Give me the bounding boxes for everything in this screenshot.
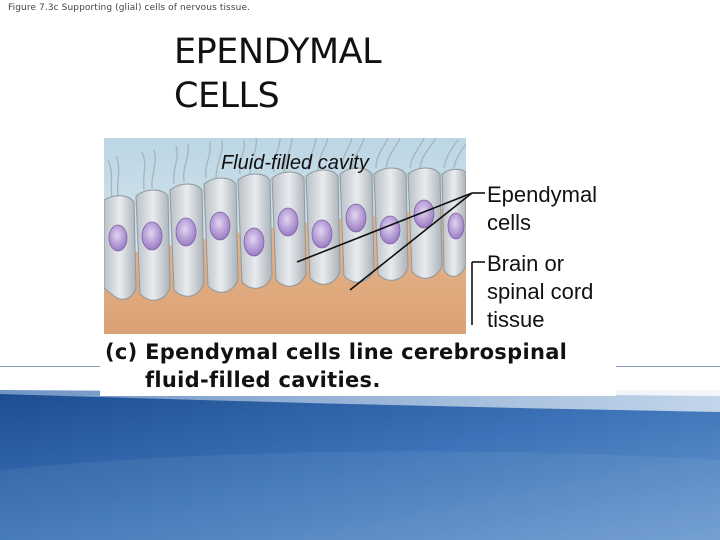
tissue-label-line-3: tissue <box>487 307 545 332</box>
tissue-label-line-2: spinal cord <box>487 279 594 304</box>
figure-caption: (c) Ependymal cells line cerebrospinal f… <box>100 338 616 396</box>
ependymal-label-line-2: cells <box>487 210 532 235</box>
ependymal-cells-label: Ependymal cells <box>487 181 597 237</box>
decorative-blue-band <box>0 390 720 540</box>
slide-title-line-1: EPENDYMAL <box>174 32 382 72</box>
slide-title-line-2: CELLS <box>174 76 280 116</box>
brain-spinal-cord-tissue-label: Brain or spinal cord tissue <box>487 250 593 334</box>
tissue-label-line-1: Brain or <box>487 251 565 276</box>
figure-reference: Figure 7.3c Supporting (glial) cells of … <box>8 3 251 13</box>
figure-caption-line-1: (c) Ependymal cells line cerebrospinal <box>105 340 568 364</box>
fluid-filled-cavity-label: Fluid-filled cavity <box>221 152 369 174</box>
figure-caption-line-2: fluid-filled cavities. <box>145 368 381 392</box>
slide-title: EPENDYMAL CELLS <box>174 30 382 118</box>
ependymal-label-line-1: Ependymal <box>487 182 598 207</box>
